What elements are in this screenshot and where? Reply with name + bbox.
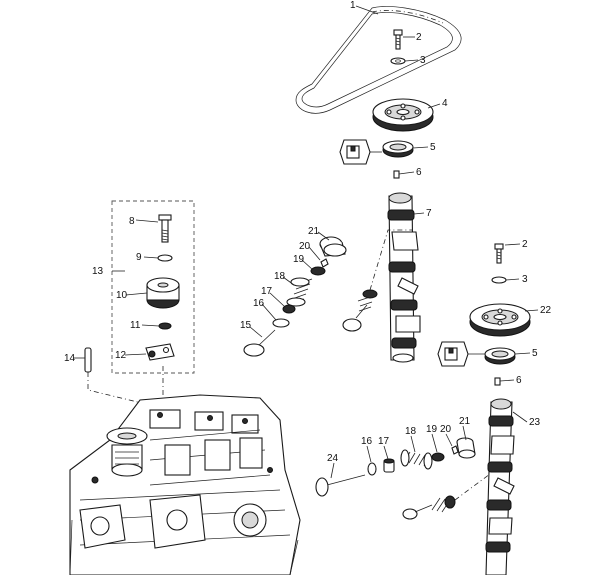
dowel-pin-lower [494,377,501,386]
leader-lines [73,5,539,479]
callout-18: 18 [274,271,286,282]
callout-6-right: 6 [516,375,522,386]
callout-2-right: 2 [522,239,528,250]
callout-19-right: 19 [426,424,438,435]
callout-19: 19 [293,254,305,265]
valve-assembly-upper-installed [342,229,412,332]
tensioner-washer [157,254,173,262]
spring-seat-lower [367,462,377,476]
callout-21-right: 21 [459,416,471,427]
callout-7: 7 [426,208,432,219]
cam-pulley-upper [372,98,434,132]
tensioner-pulley [146,277,180,309]
tensioner-bracket [145,343,175,361]
valve-stem-seal-upper [282,304,296,314]
callout-23: 23 [529,417,541,428]
dowel-pin-upper [393,170,400,179]
tensioner-spacer [158,322,172,330]
callout-5: 5 [430,142,436,153]
valve-spring-lower [400,449,433,470]
spring-retainer-lower [431,452,445,462]
dowel-pin-left [84,347,92,373]
bolt-right [494,243,504,264]
callout-14: 14 [64,353,76,364]
cam-pulley-lower [469,303,531,337]
callout-17: 17 [261,286,273,297]
callout-9: 9 [136,252,142,263]
timing-belt [295,6,462,114]
engine-block [69,394,301,575]
callout-11: 11 [130,320,141,331]
callout-22: 22 [540,305,552,316]
callout-20-right: 20 [440,424,452,435]
callout-3-right: 3 [522,274,528,285]
valve-lower [315,474,366,497]
spring-retainer-upper [310,266,326,276]
callout-18-right: 18 [405,426,417,437]
tensioner-kit-box [111,200,195,374]
camshaft-lower [485,398,515,575]
washer-top [390,57,406,65]
callout-16: 16 [253,298,265,309]
callout-24: 24 [327,453,339,464]
washer-right [491,276,507,284]
tensioner-bolt [158,214,172,243]
camshaft-upper [387,192,421,363]
callout-1: 1 [350,0,356,11]
spring-seat-upper [272,318,290,328]
grease-symbol-upper [339,139,382,165]
valve-keeper-upper [320,258,329,268]
callout-labels: 1 2 3 4 5 6 7 8 9 10 11 12 13 14 15 16 1… [64,0,552,464]
callout-20: 20 [299,241,311,252]
callout-4: 4 [442,98,448,109]
valve-assembly-lower-installed [402,473,491,520]
callout-12: 12 [115,350,127,361]
valve-lifter-lower [456,437,476,459]
callout-17-right: 17 [378,436,390,447]
oil-seal-upper [382,140,414,158]
callout-5-right: 5 [532,348,538,359]
callout-21: 21 [308,226,320,237]
valve-spring-upper [286,277,313,307]
oil-seal-lower [484,347,516,365]
valve-keeper-lower [451,445,459,455]
callout-10: 10 [116,290,128,301]
valve-upper [243,329,276,357]
callout-15: 15 [240,320,252,331]
callout-6: 6 [416,167,422,178]
valve-lifter-upper [319,236,347,257]
callout-3: 3 [420,55,426,66]
bolt-top [393,29,403,50]
callout-13: 13 [92,266,104,277]
callout-16-right: 16 [361,436,373,447]
callout-2: 2 [416,32,422,43]
grease-symbol-lower [437,341,485,367]
valve-stem-seal-lower [383,458,395,473]
callout-8: 8 [129,216,135,227]
